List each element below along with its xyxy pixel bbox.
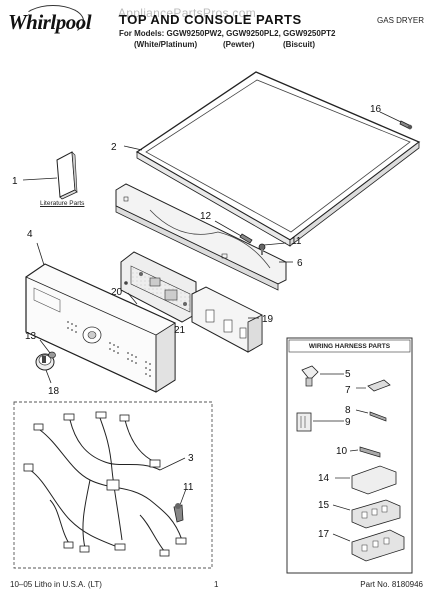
brand-logo: Whirlpool xyxy=(8,10,92,34)
callout-3: 3 xyxy=(188,453,194,464)
callout-15: 15 xyxy=(318,500,330,511)
brand-logo-ring xyxy=(22,5,84,37)
screw-11-bottom xyxy=(173,488,187,523)
color-pewter: (Pewter) xyxy=(223,40,255,49)
callout-5: 5 xyxy=(345,369,351,380)
console-support-right xyxy=(191,286,263,353)
callout-11-top: 11 xyxy=(291,236,302,247)
console-panel xyxy=(25,242,176,393)
callout-1: 1 xyxy=(12,176,18,187)
callout-10: 10 xyxy=(336,446,348,457)
harness-box-title: WIRING HARNESS PARTS xyxy=(308,343,391,350)
callout-16: 16 xyxy=(370,104,382,115)
screw-16 xyxy=(379,111,413,130)
callout-14: 14 xyxy=(318,473,330,484)
literature-parts-label: Literature Parts xyxy=(40,200,85,207)
callout-9: 9 xyxy=(345,417,351,428)
page-number: 1 xyxy=(214,580,219,589)
callout-17: 17 xyxy=(318,529,330,540)
top-panel xyxy=(123,71,421,247)
callout-20: 20 xyxy=(111,287,123,298)
callout-12: 12 xyxy=(200,211,212,222)
callout-13: 13 xyxy=(25,331,37,342)
callout-18: 18 xyxy=(48,386,60,397)
callout-19: 19 xyxy=(262,314,274,325)
control-knob xyxy=(35,339,56,384)
page-title: TOP AND CONSOLE PARTS xyxy=(119,12,302,27)
callout-2: 2 xyxy=(111,142,117,153)
control-housing xyxy=(120,251,197,323)
wiring-harness xyxy=(13,401,213,569)
callout-7: 7 xyxy=(345,385,351,396)
watermark-text: AppliancePartsPros.com xyxy=(118,6,256,20)
product-type: GAS DRYER xyxy=(377,16,424,25)
screw-11-top xyxy=(258,242,287,255)
color-biscuit: (Biscuit) xyxy=(283,40,315,49)
callout-8: 8 xyxy=(345,405,351,416)
literature-booklet xyxy=(22,151,78,200)
harness-parts-box xyxy=(286,337,413,574)
color-white-platinum: (White/Platinum) xyxy=(134,40,198,49)
screw-12 xyxy=(214,220,253,244)
callout-6: 6 xyxy=(297,258,303,269)
part-number: Part No. 8180946 xyxy=(360,580,423,589)
callout-4: 4 xyxy=(27,229,33,240)
callout-11-bottom: 11 xyxy=(183,482,194,493)
console-bracket xyxy=(115,183,293,291)
callout-21: 21 xyxy=(174,325,186,336)
print-info: 10–05 Litho in U.S.A. (LT) xyxy=(10,580,102,589)
models-line: For Models: GGW9250PW2, GGW9250PL2, GGW9… xyxy=(119,29,336,38)
